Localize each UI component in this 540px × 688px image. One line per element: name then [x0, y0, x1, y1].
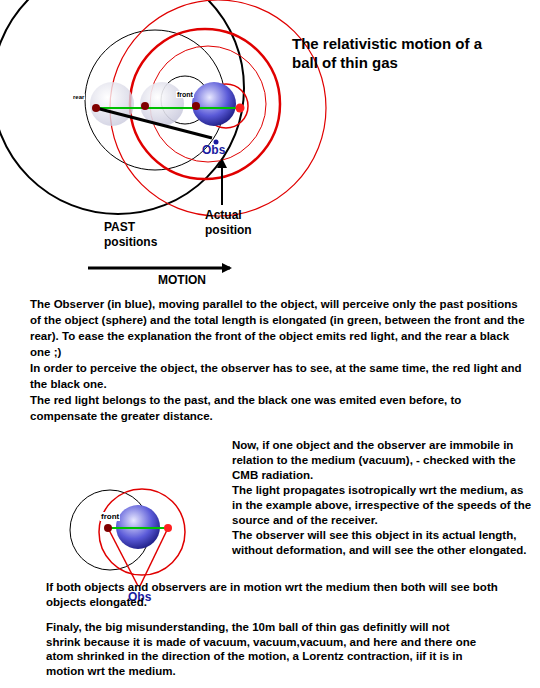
front-label: front [100, 512, 120, 521]
actual-position-label: Actual position [205, 208, 265, 238]
paragraph: The observer will see this object in its… [232, 528, 532, 558]
past-positions-label: PAST positions [104, 220, 174, 250]
paragraph: If both objects and observers are in mot… [46, 580, 526, 610]
front-label: front [176, 91, 194, 98]
diagram-title: The relativistic motion of a ball of thi… [292, 34, 492, 72]
text-block: Now, if one object and the observer are … [232, 438, 532, 558]
paragraph: The red light belongs to the past, and t… [30, 392, 525, 424]
rest-frame-figure [70, 489, 185, 586]
past-positions [0, 0, 326, 268]
paragraph: The Observer (in blue), moving parallel … [30, 296, 525, 360]
rear-label: rear [72, 94, 85, 100]
motion-label: MOTION [158, 273, 206, 287]
observer-label: Obs [202, 143, 225, 157]
text-block: The Observer (in blue), moving parallel … [30, 296, 525, 424]
text-block: Finaly, the big misunderstanding, the 10… [46, 620, 486, 678]
paragraph: In order to perceive the object, the obs… [30, 360, 525, 392]
paragraph: The light propagates isotropically wrt t… [232, 483, 532, 528]
paragraph: Finaly, the big misunderstanding, the 10… [46, 620, 486, 678]
text-block: If both objects and observers are in mot… [46, 580, 526, 610]
paragraph: Now, if one object and the observer are … [232, 438, 532, 483]
